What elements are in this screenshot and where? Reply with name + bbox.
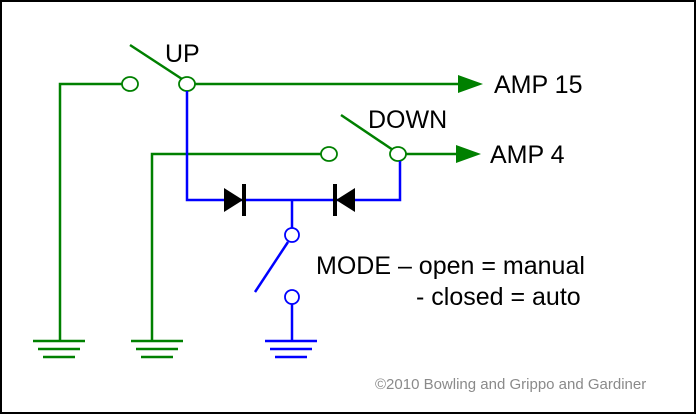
ground-1 bbox=[33, 339, 85, 359]
down-switch-arm bbox=[340, 113, 394, 152]
amp15-label: AMP 15 bbox=[494, 71, 582, 99]
blue-wiring bbox=[185, 91, 402, 359]
amp4-label: AMP 4 bbox=[490, 141, 565, 169]
up-switch-label: UP bbox=[165, 40, 200, 68]
copyright-notice: ©2010 Bowling and Grippo and Gardiner bbox=[375, 376, 646, 393]
arrow-amp4-icon bbox=[456, 145, 481, 163]
ground-2 bbox=[131, 339, 183, 359]
mode-switch-top-terminal bbox=[284, 227, 300, 243]
diode-right-icon bbox=[333, 184, 355, 216]
ground-3 bbox=[265, 339, 317, 359]
mode-description-line2: - closed = auto bbox=[416, 283, 581, 311]
arrow-amp15-icon bbox=[458, 75, 483, 93]
mode-switch-bottom-terminal bbox=[284, 289, 300, 305]
mode-description-line1: MODE – open = manual bbox=[316, 252, 585, 280]
wire-down-left-to-ground bbox=[150, 152, 322, 341]
down-switch-left-terminal bbox=[320, 146, 338, 162]
green-wiring bbox=[33, 43, 462, 359]
down-switch-right-terminal bbox=[389, 146, 407, 162]
up-switch-arm bbox=[129, 43, 183, 81]
diode-left-icon bbox=[224, 184, 246, 216]
wire-up-to-diode-bus bbox=[185, 91, 402, 202]
wire-up-left-to-ground bbox=[58, 82, 123, 341]
up-switch-right-terminal bbox=[178, 76, 196, 92]
down-switch-label: DOWN bbox=[368, 106, 447, 134]
up-switch-left-terminal bbox=[121, 76, 139, 92]
mode-switch-arm bbox=[253, 241, 290, 293]
